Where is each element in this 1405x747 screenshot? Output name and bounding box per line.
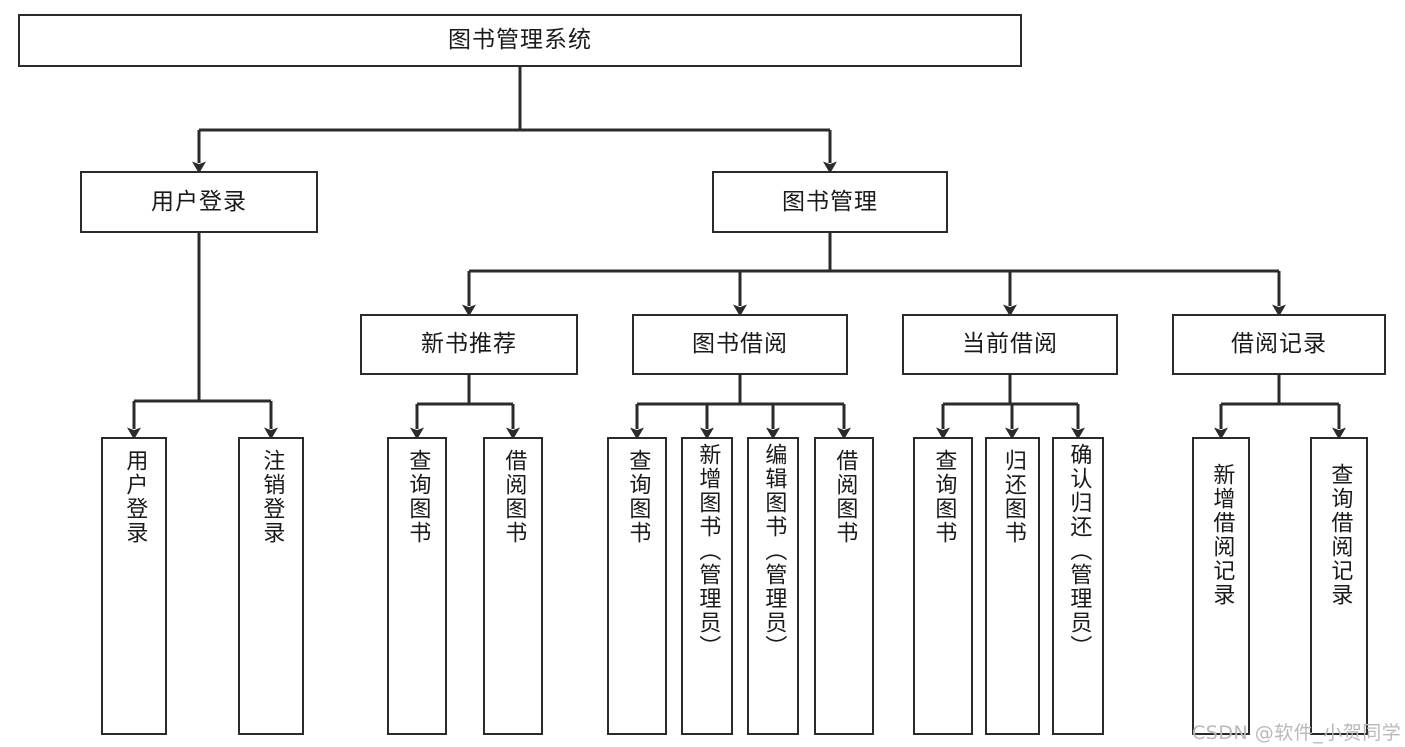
node-current-borrow[interactable]: 当前借阅 [902, 314, 1118, 375]
node-borrow-record-label: 借阅记录 [1231, 331, 1327, 357]
node-book-borrow-label: 图书借阅 [692, 331, 788, 357]
node-new-book-rec-label: 新书推荐 [421, 331, 517, 357]
leaf-borrow-book-rec[interactable]: 借阅图书 [483, 437, 543, 735]
node-root-label: 图书管理系统 [448, 27, 592, 53]
leaf-query-book-rec[interactable]: 查询图书 [387, 437, 447, 735]
node-borrow-record[interactable]: 借阅记录 [1172, 314, 1386, 375]
leaf-edit-book-label: 编辑图书（管理员） [761, 443, 787, 659]
leaf-query-book-cur-label: 查询图书 [931, 449, 957, 545]
leaf-query-book-cur[interactable]: 查询图书 [913, 437, 973, 735]
leaf-logout[interactable]: 注销登录 [238, 437, 304, 735]
leaf-add-book[interactable]: 新增图书（管理员） [681, 437, 733, 735]
node-user-login-label: 用户登录 [151, 188, 247, 215]
leaf-confirm-return[interactable]: 确认归还（管理员） [1052, 437, 1104, 735]
csdn-watermark: CSDN @软件_小贺同学 [1192, 722, 1402, 744]
leaf-confirm-return-label: 确认归还（管理员） [1066, 443, 1092, 659]
leaf-query-book-borrow-label: 查询图书 [625, 449, 651, 545]
leaf-user-login-label: 用户登录 [122, 449, 148, 545]
leaf-add-book-label: 新增图书（管理员） [695, 443, 721, 659]
node-book-manage[interactable]: 图书管理 [712, 171, 948, 233]
node-user-login[interactable]: 用户登录 [80, 171, 318, 233]
node-book-manage-label: 图书管理 [782, 188, 878, 215]
leaf-add-record-label: 新增借阅记录 [1209, 463, 1235, 607]
node-book-borrow[interactable]: 图书借阅 [632, 314, 848, 375]
leaf-query-record[interactable]: 查询借阅记录 [1310, 437, 1368, 735]
leaf-logout-label: 注销登录 [259, 449, 285, 545]
node-root[interactable]: 图书管理系统 [18, 14, 1022, 67]
leaf-borrow-book-rec-label: 借阅图书 [501, 449, 527, 545]
leaf-return-book[interactable]: 归还图书 [985, 437, 1040, 735]
node-new-book-rec[interactable]: 新书推荐 [360, 314, 578, 375]
leaf-query-book-borrow[interactable]: 查询图书 [607, 437, 667, 735]
leaf-add-record[interactable]: 新增借阅记录 [1192, 437, 1250, 735]
leaf-query-book-rec-label: 查询图书 [405, 449, 431, 545]
node-current-borrow-label: 当前借阅 [962, 331, 1058, 357]
leaf-borrow-book-label: 借阅图书 [832, 449, 858, 545]
leaf-borrow-book[interactable]: 借阅图书 [814, 437, 874, 735]
leaf-return-book-label: 归还图书 [1000, 449, 1026, 545]
leaf-edit-book[interactable]: 编辑图书（管理员） [747, 437, 799, 735]
leaf-query-record-label: 查询借阅记录 [1327, 463, 1353, 607]
leaf-user-login[interactable]: 用户登录 [101, 437, 167, 735]
